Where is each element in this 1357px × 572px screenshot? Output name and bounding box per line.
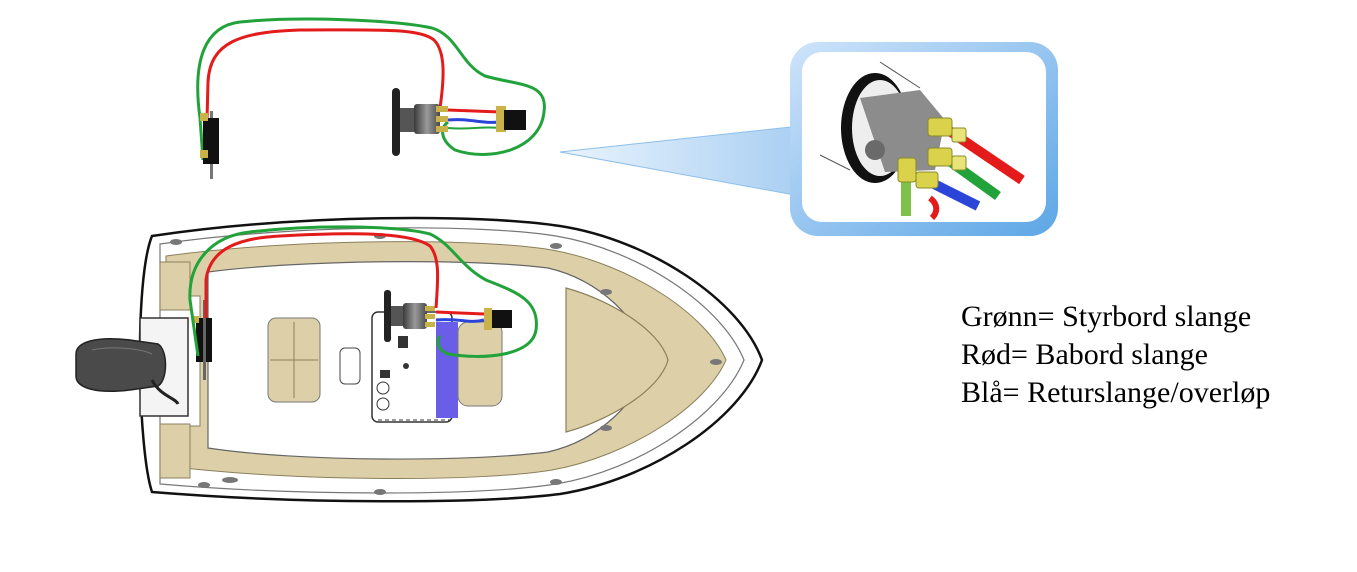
legend-blue-return: Blå= Returslange/overløp [961, 376, 1271, 409]
top-schematic [196, 17, 546, 179]
deck-cleats [170, 233, 722, 495]
steering-cylinder-boat [192, 300, 212, 380]
bow-deck [565, 287, 669, 433]
aft-bench [159, 261, 191, 311]
deck-hatch [339, 347, 361, 385]
boat-top-view [75, 216, 764, 503]
legend-green-starboard: Grønn= Styrbord slange [961, 300, 1252, 333]
port-hose-boat [204, 232, 440, 318]
outboard-motor [75, 338, 180, 405]
helm-fittings-closeup [819, 61, 1025, 221]
center-console [371, 311, 503, 423]
helm-pump-boat [384, 290, 512, 342]
helm-pump-top [392, 88, 448, 156]
rear-seat [267, 317, 321, 403]
callout [559, 42, 1058, 236]
port-hose-top [205, 28, 445, 121]
starboard-hose-top [196, 17, 546, 161]
starboard-hose-boat [188, 225, 538, 358]
hose-color-legend: Grønn= Styrbord slange Rød= Babord slang… [961, 298, 1270, 412]
legend-red-port: Rød= Babord slange [961, 338, 1208, 371]
callout-beam [559, 125, 801, 197]
valve-block-top [496, 106, 526, 132]
steering-cylinder-top [200, 111, 219, 179]
